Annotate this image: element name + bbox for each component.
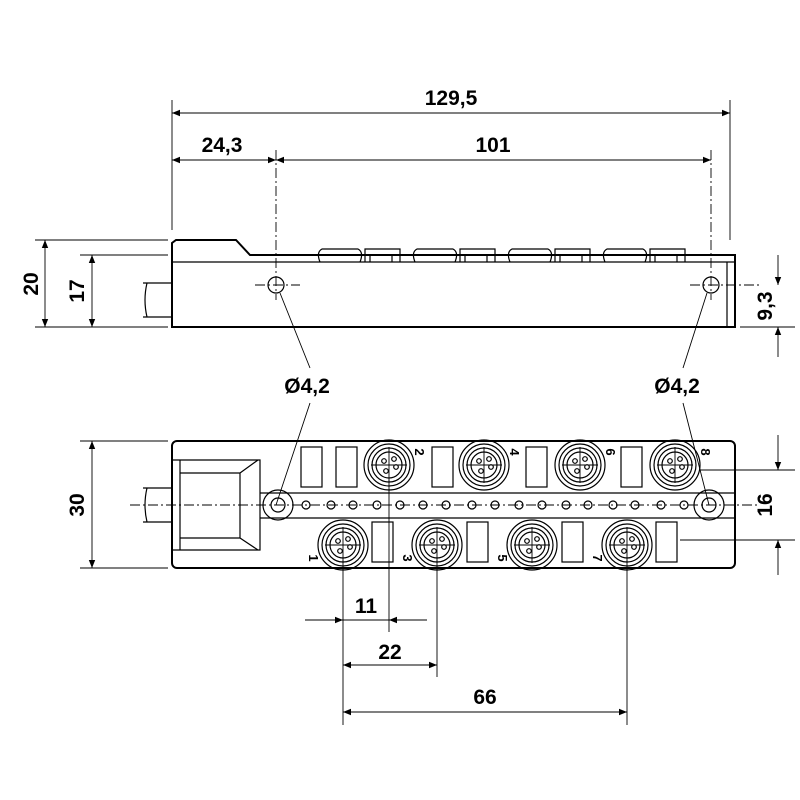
pin	[629, 536, 635, 542]
m8-port-3: 3	[400, 519, 463, 571]
led-profile	[459, 248, 496, 262]
pin	[488, 464, 494, 470]
m8-port-5: 5	[495, 519, 558, 571]
dim-port-pitch: 22	[378, 641, 401, 664]
pin	[584, 464, 590, 470]
pin	[431, 548, 437, 554]
port-profile	[602, 248, 648, 263]
pin	[486, 456, 492, 462]
label-field	[525, 446, 548, 488]
m8-port-2: 2	[363, 439, 427, 491]
label-field	[300, 446, 323, 488]
pin	[669, 468, 675, 474]
pin	[582, 456, 588, 462]
led-profile	[649, 248, 686, 262]
pin	[391, 456, 397, 462]
pin	[347, 544, 353, 550]
port-profile	[412, 248, 458, 263]
pin	[524, 538, 530, 544]
dim-hole-diameter-left: Ø4,2	[284, 375, 330, 398]
pin	[621, 548, 627, 554]
port-number: 5	[495, 554, 510, 561]
m8-port-1: 1	[306, 519, 369, 571]
port-number: 1	[306, 554, 321, 561]
dim-hole-diameter-right: Ø4,2	[654, 375, 700, 398]
pin	[345, 536, 351, 542]
pin	[526, 548, 532, 554]
pin	[335, 538, 341, 544]
led-profile	[364, 248, 401, 262]
m8-port-6: 6	[554, 439, 618, 491]
dim-port-offset: 11	[355, 595, 378, 618]
dim-hole-spacing: 101	[475, 134, 510, 157]
dim-hole-height: 9,3	[754, 291, 777, 320]
label-field	[371, 521, 394, 563]
pin	[383, 468, 389, 474]
label-field	[431, 446, 454, 488]
port-number: 2	[412, 448, 427, 455]
dim-height-total: 20	[20, 272, 43, 295]
port-number: 4	[507, 448, 522, 456]
dim-port-span: 66	[473, 686, 496, 709]
dim-height-body: 17	[66, 279, 89, 302]
pin	[476, 458, 482, 464]
top-view: 2 4 6 8 1 3 5 7	[130, 439, 760, 571]
pin	[381, 458, 387, 464]
dimensions: 129,5 24,3 101 20 17 9,3 Ø4,2 Ø4,2 30 16…	[20, 87, 795, 725]
label-field	[561, 521, 584, 563]
pin	[337, 548, 343, 554]
port-profile	[317, 248, 363, 263]
pin	[677, 456, 683, 462]
dim-overall-length: 129,5	[425, 87, 478, 110]
m8-port-7: 7	[590, 519, 653, 571]
led-profile	[554, 248, 591, 262]
dim-width: 30	[66, 493, 89, 516]
pin	[441, 544, 447, 550]
side-view	[143, 150, 760, 328]
port-number: 3	[400, 554, 415, 561]
pin	[439, 536, 445, 542]
pin	[619, 538, 625, 544]
port-number: 8	[698, 448, 713, 455]
pin	[536, 544, 542, 550]
label-field	[466, 521, 489, 563]
m8-port-4: 4	[458, 439, 522, 491]
label-field	[655, 521, 678, 563]
port-number: 6	[603, 448, 618, 455]
dim-hole-offset: 24,3	[202, 134, 243, 157]
pin	[572, 458, 578, 464]
label-field	[335, 446, 358, 488]
pin	[574, 468, 580, 474]
pin	[429, 538, 435, 544]
label-field	[620, 446, 643, 488]
dim-row-spacing: 16	[754, 493, 777, 516]
port-number: 7	[590, 554, 605, 561]
pin	[679, 464, 685, 470]
pin	[393, 464, 399, 470]
pin	[667, 458, 673, 464]
m8-port-8: 8	[649, 439, 713, 491]
pin	[478, 468, 484, 474]
pin	[534, 536, 540, 542]
port-profile	[507, 248, 553, 263]
pin	[631, 544, 637, 550]
